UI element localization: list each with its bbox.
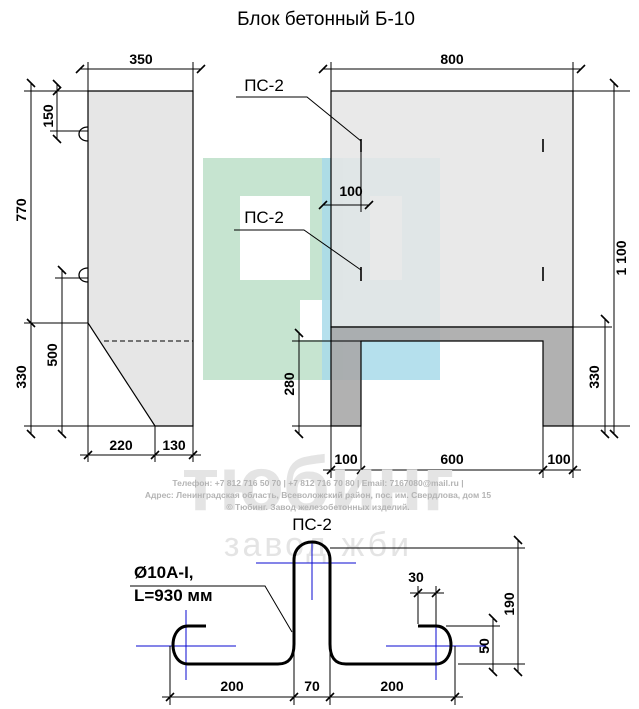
- dim-opening-width: 600: [440, 451, 464, 467]
- drawing-title: Блок бетонный Б-10: [237, 9, 415, 30]
- dim-base-left: 220: [109, 437, 133, 453]
- detail-dim-middle: 70: [304, 678, 320, 694]
- dim-right-leg-height: 330: [586, 365, 602, 389]
- rebar-detail: Ø10A-I, L=930 мм: [130, 540, 486, 680]
- ps2-callouts: ПС-2 ПС-2: [234, 76, 362, 271]
- side-view-block: [87, 90, 194, 427]
- side-view-dimensions: 350 770 330 150 500 220 130: [13, 51, 206, 462]
- rebar-spec-length: L=930 мм: [134, 586, 213, 605]
- rebar-shape: [171, 540, 453, 666]
- dim-lower-height: 330: [13, 365, 29, 389]
- watermark-tagline: завод жби: [224, 526, 412, 564]
- dim-side-width: 350: [129, 51, 153, 67]
- front-view-upper-block: [330, 90, 574, 328]
- dim-top-offset: 150: [40, 104, 56, 128]
- label-ps2-middle: ПС-2: [244, 208, 284, 227]
- dim-base-right: 130: [162, 437, 186, 453]
- detail-dim-loop-height: 190: [501, 592, 517, 616]
- logo-cutout: [240, 196, 310, 280]
- contact-phones: Телефон: +7 812 716 50 70 | +7 812 716 7…: [172, 478, 463, 488]
- detail-dim-right: 200: [380, 678, 404, 694]
- side-view: [78, 90, 194, 427]
- detail-dim-left: 200: [220, 678, 244, 694]
- loop-icon: [78, 126, 89, 142]
- rebar-spec-diameter: Ø10A-I,: [134, 563, 194, 582]
- front-view-dimensions: 800 100 1 100 330 280 100 600 100: [281, 51, 630, 478]
- label-ps2-top: ПС-2: [244, 76, 284, 95]
- dim-opening-height: 280: [281, 372, 297, 396]
- dim-total-height: 1 100: [613, 240, 629, 275]
- watermark-brand: тюбинг: [182, 442, 454, 527]
- detail-dim-bend-height: 50: [476, 638, 492, 654]
- front-view-base: [330, 326, 574, 427]
- contact-address: Адрес: Ленинградская область, Всеволожск…: [145, 490, 492, 500]
- dim-leg-left: 100: [334, 451, 358, 467]
- detail-dim-bend-gap: 30: [408, 569, 424, 585]
- dim-upper-height: 770: [13, 198, 29, 222]
- dim-front-width: 800: [440, 51, 464, 67]
- dim-slope-height: 500: [44, 343, 60, 367]
- dim-loop-offset: 100: [339, 183, 363, 199]
- loop-icon: [78, 267, 89, 283]
- detail-title: ПС-2: [292, 515, 332, 534]
- detail-dimensions: 200 70 200 30 190 50: [162, 535, 525, 705]
- contact-copyright: © Тюбинг. Завод железобетонных изделий.: [226, 502, 409, 512]
- dim-leg-right: 100: [547, 451, 571, 467]
